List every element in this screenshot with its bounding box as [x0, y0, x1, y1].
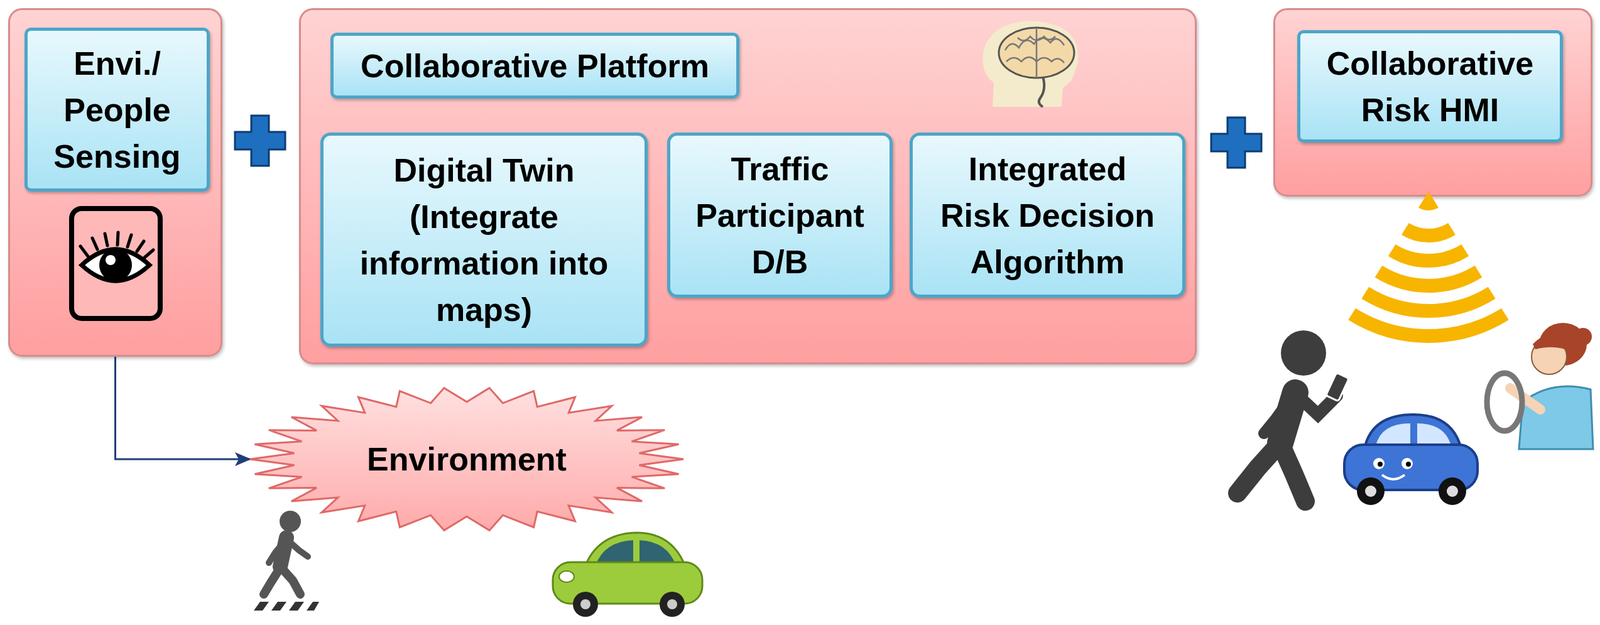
- process-box: Traffic Participant D/B: [667, 132, 893, 298]
- panel-heading: Collaborative Platform: [330, 32, 740, 99]
- panel-heading: Collaborative Risk HMI: [1297, 30, 1563, 143]
- environment-burst: Environment: [250, 387, 684, 531]
- group-panel: Collaborative PlatformDigital Twin (Inte…: [299, 8, 1197, 365]
- process-box: Digital Twin (Integrate information into…: [320, 132, 648, 347]
- brain-icon: [982, 21, 1078, 107]
- process-box: Integrated Risk Decision Algorithm: [909, 132, 1186, 298]
- connector-arrow: [115, 356, 251, 460]
- node-label: Traffic Participant D/B: [680, 145, 880, 286]
- starburst-shape: [250, 388, 684, 531]
- green-car: [552, 532, 703, 617]
- group-panel: Collaborative Risk HMI: [1273, 8, 1593, 197]
- signal-waves: [1351, 191, 1506, 337]
- plus-sign: [1211, 117, 1262, 168]
- plus-sign: [234, 115, 286, 166]
- blue-car: [1344, 414, 1478, 506]
- panel-heading: Envi./ People Sensing: [24, 27, 210, 192]
- eye-sensor-icon: [71, 208, 161, 319]
- node-label: Integrated Risk Decision Algorithm: [935, 145, 1160, 286]
- node-label: Environment: [366, 435, 567, 483]
- node-label: Digital Twin (Integrate information into…: [336, 146, 632, 333]
- crossing-pedestrian: [253, 510, 320, 611]
- pedestrian-with-phone: [1237, 330, 1349, 502]
- group-panel: Envi./ People Sensing: [8, 8, 223, 357]
- driver-figure: [1486, 322, 1594, 450]
